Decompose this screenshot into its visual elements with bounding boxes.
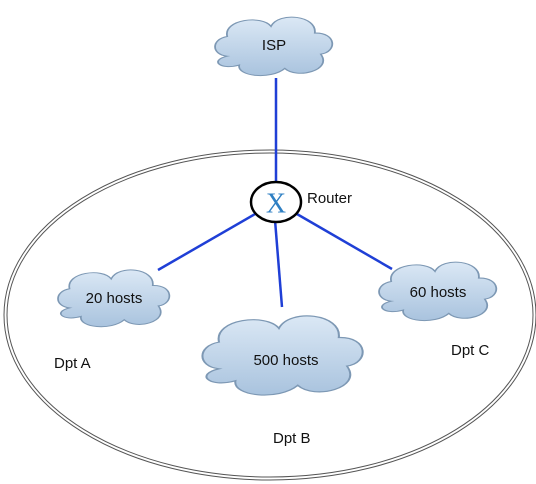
links [157,78,393,308]
network-boundary [3,149,536,481]
dept-c-hosts-label: 60 hosts [410,284,467,301]
dept-a-hosts-label: 20 hosts [86,290,143,307]
router-node: X [249,180,303,224]
isp-label: ISP [262,37,286,54]
link-router-dept-b [273,219,284,308]
router-label: Router [307,190,352,207]
link-router-dept-c [289,208,393,271]
dept-b-hosts-label: 500 hosts [253,352,318,369]
link-router-dept-a [157,208,263,272]
dept-a-name: Dpt A [54,355,91,372]
dept-b-name: Dpt B [273,430,311,447]
dept-c-name: Dpt C [451,342,490,359]
router-icon: X [266,189,286,220]
